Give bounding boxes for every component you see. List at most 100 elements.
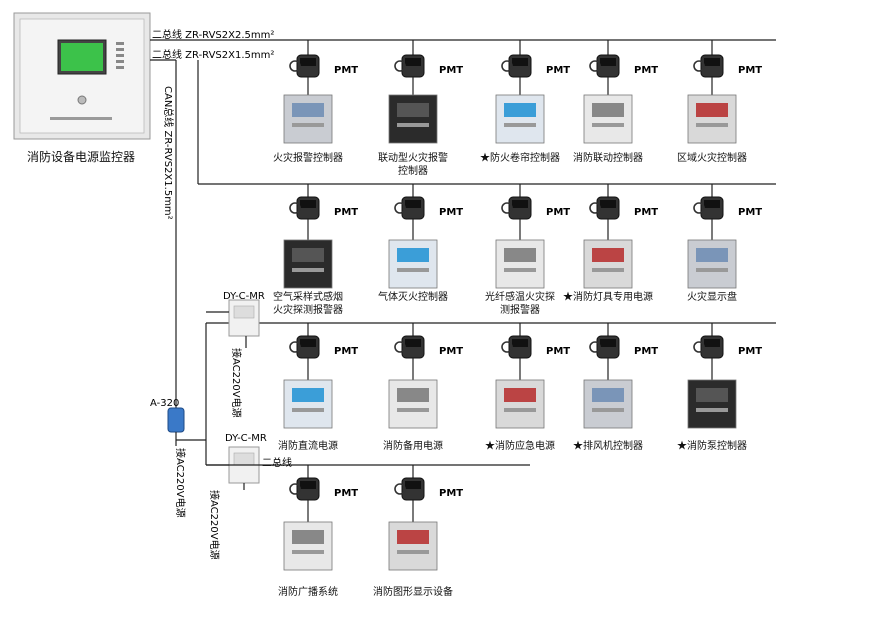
r2-d3-pmt-sensor-ring [501, 202, 513, 214]
r3-d3-device [495, 379, 545, 429]
controller-indicator [116, 66, 124, 69]
r2-d2-pmt-label: PMT [439, 207, 464, 218]
r3-d5-device-panel [696, 388, 728, 402]
r1-d3-pmt-sensor-window [512, 58, 528, 66]
r3-d4-device-slot [592, 408, 624, 412]
r1-d2-device-label: 联动型火灾报警 控制器 [378, 153, 448, 177]
r2-d4-device-panel [592, 248, 624, 262]
r3-d1-device [283, 379, 333, 429]
r4-d1-pmt-label: PMT [334, 488, 359, 499]
r3-d5-device-slot [696, 408, 728, 412]
r2-d3-pmt-label: PMT [546, 207, 571, 218]
r1-d2-device-slot [397, 123, 429, 127]
r3-d4-pmt-sensor-window [600, 339, 616, 347]
r3-d1-device-slot [292, 408, 324, 412]
r2-d5-device [687, 239, 737, 289]
r2-d5-pmt-sensor-window [704, 200, 720, 208]
r2-d3-device-panel [504, 248, 536, 262]
r4-d1-device [283, 521, 333, 571]
r2-d3-pmt-sensor-window [512, 200, 528, 208]
r4-d1-device-panel [292, 530, 324, 544]
r2-d2-device-label: 气体灭火控制器 [378, 292, 448, 303]
r3-d2-device-label: 消防备用电源 [383, 441, 443, 452]
r1-d4-device-panel [592, 103, 624, 117]
r1-d1-device-label: 火灾报警控制器 [273, 153, 343, 164]
controller-nameplate [50, 117, 112, 120]
r3-d5-device [687, 379, 737, 429]
r2-d2-pmt-sensor-ring [394, 202, 406, 214]
can-bus-label: CAN总线 ZR-RVS2X1.5mm² [162, 86, 173, 220]
r1-d3-device-label: ★防火卷帘控制器 [480, 153, 560, 164]
r2-d1-pmt-sensor-window [300, 200, 316, 208]
r3-d5-pmt-sensor-window [704, 339, 720, 347]
r3-d4-device-label: ★排风机控制器 [573, 441, 643, 452]
r1-d5-device-panel [696, 103, 728, 117]
bus-label-main: 二总线 ZR-RVS2X2.5mm² [152, 30, 275, 41]
r1-d1-pmt-label: PMT [334, 65, 359, 76]
r4-d1-pmt-sensor-ring [289, 483, 301, 495]
r2-d4-device-slot [592, 268, 624, 272]
controller-keyhole [77, 95, 87, 105]
r1-d2-pmt-sensor-ring [394, 60, 406, 72]
r1-d3-pmt-label: PMT [546, 65, 571, 76]
r1-d3-device [495, 94, 545, 144]
r1-d5-pmt-label: PMT [738, 65, 763, 76]
controller-indicator [116, 42, 124, 45]
r3-d1-device-label: 消防直流电源 [278, 441, 338, 452]
controller-panel [19, 18, 145, 134]
controller-indicator [116, 54, 124, 57]
r3-d3-device-panel [504, 388, 536, 402]
dy-module-2-face [233, 452, 255, 466]
r3-d2-device-panel [397, 388, 429, 402]
r1-d1-pmt-sensor-ring [289, 60, 301, 72]
r1-d3-device-slot [504, 123, 536, 127]
a320-converter [167, 407, 185, 433]
r1-d5-pmt-sensor-window [704, 58, 720, 66]
r1-d2-pmt-label: PMT [439, 65, 464, 76]
r4-d2-device-slot [397, 550, 429, 554]
r2-d4-pmt-label: PMT [634, 207, 659, 218]
r2-d1-device-panel [292, 248, 324, 262]
r3-d5-device-label: ★消防泵控制器 [677, 441, 747, 452]
r2-d2-device-slot [397, 268, 429, 272]
r1-d1-device-slot [292, 123, 324, 127]
r3-d4-pmt-sensor-ring [589, 341, 601, 353]
r1-d5-device-label: 区域火灾控制器 [677, 153, 747, 164]
r4-d1-pmt-sensor-window [300, 481, 316, 489]
r3-d2-pmt-sensor-ring [394, 341, 406, 353]
r2-d4-device [583, 239, 633, 289]
r1-d5-device [687, 94, 737, 144]
r3-d3-device-label: ★消防应急电源 [485, 441, 555, 452]
controller-indicator [116, 48, 124, 51]
power-label-2: 接AC220V电源 [174, 448, 185, 518]
power-label-3: 接AC220V电源 [208, 490, 219, 560]
r2-d1-device-label: 空气采样式感烟 火灾探测报警器 [273, 292, 343, 316]
r1-d2-pmt-sensor-window [405, 58, 421, 66]
r1-d2-device-panel [397, 103, 429, 117]
dy-module-label-1: DY-C-MR [223, 291, 265, 302]
r2-d2-device [388, 239, 438, 289]
bus-label-third: 二总线 [262, 458, 292, 469]
r3-d4-device [583, 379, 633, 429]
power-label-1: 接AC220V电源 [230, 348, 241, 418]
r1-d4-pmt-sensor-window [600, 58, 616, 66]
r1-d2-device [388, 94, 438, 144]
a320-label: A-320 [150, 398, 180, 409]
r1-d4-device [583, 94, 633, 144]
controller-screen [61, 43, 103, 71]
r4-d2-pmt-sensor-window [405, 481, 421, 489]
r2-d1-device-slot [292, 268, 324, 272]
r3-d1-device-panel [292, 388, 324, 402]
r1-d5-device-slot [696, 123, 728, 127]
r1-d1-device-panel [292, 103, 324, 117]
r1-d4-device-slot [592, 123, 624, 127]
r2-d4-pmt-sensor-window [600, 200, 616, 208]
r4-d2-pmt-label: PMT [439, 488, 464, 499]
r3-d2-device [388, 379, 438, 429]
r2-d3-device-label: 光纤感温火灾探 测报警器 [485, 292, 555, 316]
r1-d3-pmt-sensor-ring [501, 60, 513, 72]
bus-label-second: 二总线 ZR-RVS2X1.5mm² [152, 50, 275, 61]
r4-d2-device [388, 521, 438, 571]
r1-d5-pmt-sensor-ring [693, 60, 705, 72]
r2-d3-device-slot [504, 268, 536, 272]
